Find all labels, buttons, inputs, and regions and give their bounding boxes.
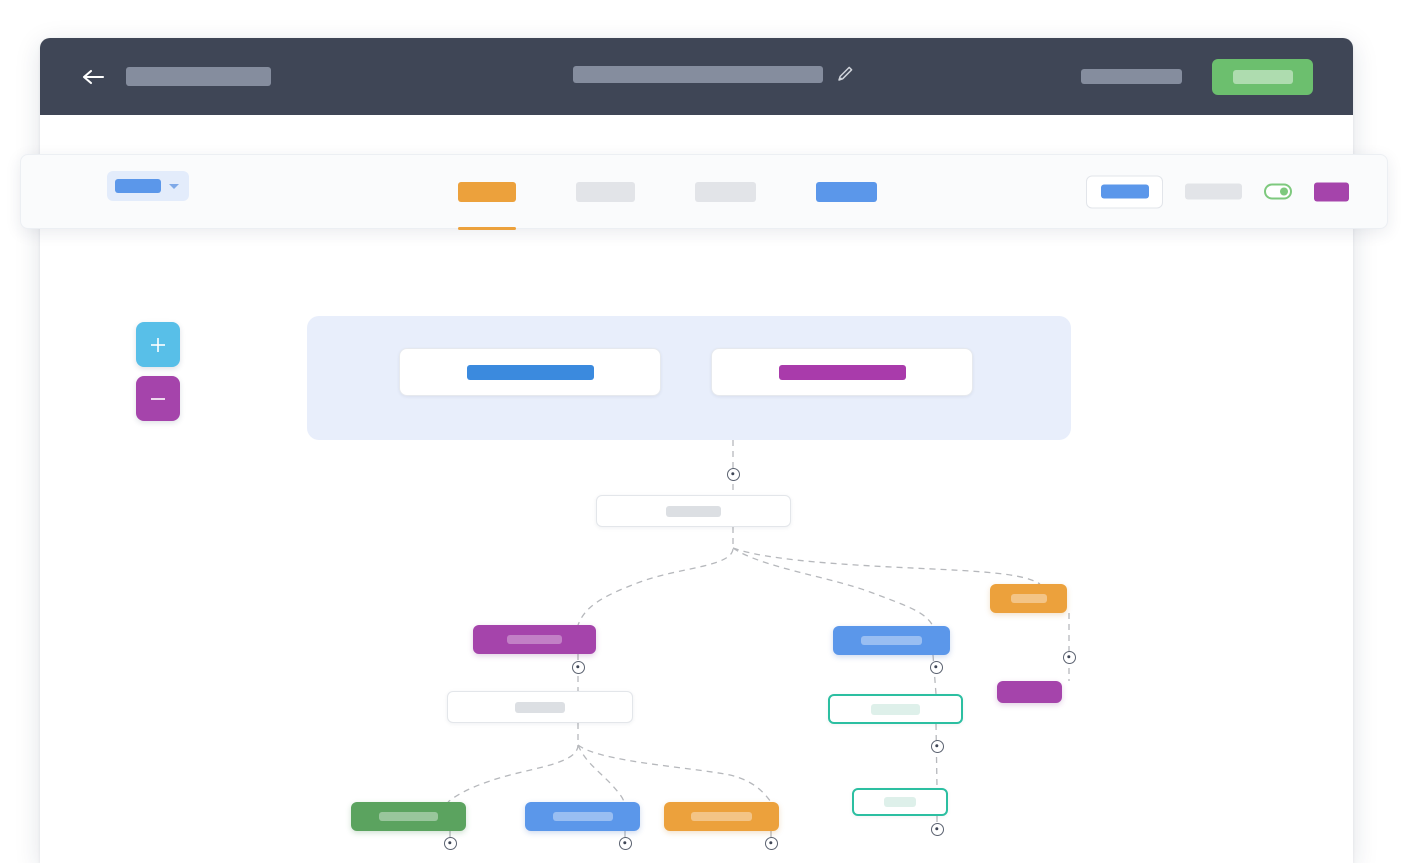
connector-dot-1[interactable] bbox=[571, 660, 585, 674]
flow-node-label bbox=[1010, 594, 1047, 603]
connector-dot-3[interactable] bbox=[1062, 650, 1076, 664]
arrow-left-icon bbox=[81, 68, 105, 86]
flow-node-label bbox=[666, 505, 721, 517]
connector-dot-4[interactable] bbox=[443, 836, 457, 850]
plus-icon bbox=[151, 337, 165, 352]
editor-toolbar bbox=[20, 154, 1388, 230]
toolbar-tab-1[interactable] bbox=[576, 181, 635, 204]
toolbar-tab-3[interactable] bbox=[816, 181, 877, 204]
root-card-secondary[interactable] bbox=[711, 348, 973, 396]
toggle-knob bbox=[1280, 187, 1288, 196]
header-actions bbox=[1081, 58, 1313, 95]
flow-node-root[interactable] bbox=[596, 495, 791, 527]
pencil-icon[interactable] bbox=[835, 64, 855, 84]
flow-node-orange-2[interactable] bbox=[990, 584, 1067, 613]
flow-node-white-2[interactable] bbox=[447, 691, 633, 723]
flow-node-label bbox=[379, 812, 438, 821]
app-header bbox=[40, 38, 1353, 115]
flow-node-label bbox=[861, 636, 922, 645]
root-card-secondary-label bbox=[778, 364, 906, 380]
connector-dot-2[interactable] bbox=[929, 660, 943, 674]
flow-node-teal-2[interactable] bbox=[852, 788, 948, 816]
connector-dot-0[interactable] bbox=[726, 467, 740, 481]
connector-dot-7[interactable] bbox=[930, 739, 944, 753]
chevron-down-icon bbox=[169, 183, 179, 189]
flow-node-label bbox=[871, 703, 920, 715]
toolbar-right-actions bbox=[1086, 175, 1349, 208]
root-card-primary[interactable] bbox=[399, 348, 661, 396]
flow-node-purple-1[interactable] bbox=[473, 625, 596, 654]
primary-cta-button[interactable] bbox=[1212, 58, 1313, 95]
flow-node-orange-leaf[interactable] bbox=[664, 802, 779, 831]
mode-dropdown-value bbox=[115, 179, 161, 193]
connector-dot-5[interactable] bbox=[618, 836, 632, 850]
flow-node-label bbox=[691, 812, 752, 821]
back-button[interactable] bbox=[80, 64, 106, 90]
root-group-container[interactable] bbox=[307, 316, 1071, 440]
flow-node-teal-1[interactable] bbox=[828, 694, 963, 724]
root-card-primary-label bbox=[466, 364, 594, 380]
zoom-out-button[interactable] bbox=[136, 376, 180, 421]
toolbar-tab-3-label bbox=[816, 181, 877, 202]
header-secondary-action[interactable] bbox=[1081, 69, 1182, 84]
toolbar-tab-2[interactable] bbox=[695, 181, 756, 204]
toolbar-tabs bbox=[458, 155, 877, 230]
toolbar-outline-button[interactable] bbox=[1086, 175, 1163, 208]
document-title-group bbox=[573, 64, 855, 84]
connector-dot-8[interactable] bbox=[930, 822, 944, 836]
mode-dropdown[interactable] bbox=[107, 171, 189, 201]
flow-node-label bbox=[552, 812, 613, 821]
minus-icon bbox=[151, 397, 165, 400]
flow-node-label bbox=[884, 797, 916, 807]
toolbar-gray-button[interactable] bbox=[1185, 183, 1242, 200]
toolbar-outline-button-label bbox=[1100, 184, 1149, 199]
toolbar-tab-active-underline bbox=[458, 226, 516, 230]
flow-canvas[interactable] bbox=[40, 267, 1353, 863]
zoom-in-button[interactable] bbox=[136, 322, 180, 367]
document-title-placeholder bbox=[573, 65, 823, 83]
toolbar-tab-1-label bbox=[576, 181, 635, 202]
flow-node-label bbox=[507, 635, 562, 644]
flow-node-purple-2[interactable] bbox=[997, 681, 1062, 703]
flow-node-label bbox=[515, 701, 565, 713]
header-title-placeholder bbox=[126, 67, 271, 86]
flow-node-green-leaf[interactable] bbox=[351, 802, 466, 831]
toolbar-tab-0-label bbox=[458, 181, 516, 202]
connector-dot-6[interactable] bbox=[764, 836, 778, 850]
toolbar-purple-button[interactable] bbox=[1314, 182, 1349, 201]
primary-cta-label bbox=[1232, 69, 1293, 84]
toolbar-tab-0[interactable] bbox=[458, 181, 516, 230]
flow-node-blue-2[interactable] bbox=[833, 626, 950, 655]
visibility-toggle[interactable] bbox=[1264, 183, 1292, 200]
flow-node-blue-leaf[interactable] bbox=[525, 802, 640, 831]
toolbar-tab-2-label bbox=[695, 181, 756, 202]
